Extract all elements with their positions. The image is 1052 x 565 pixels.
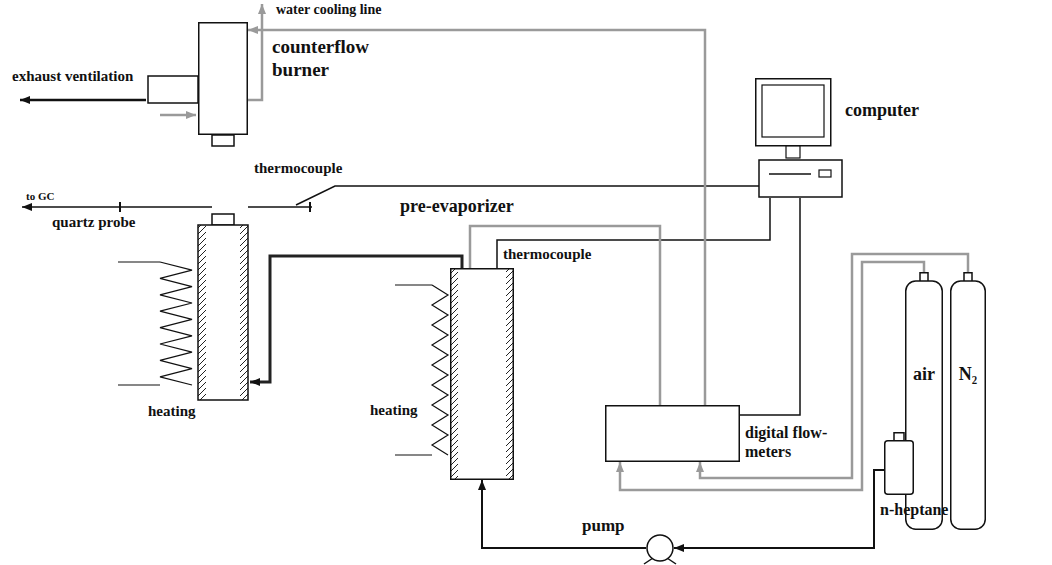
- bottle-body: [885, 441, 914, 495]
- drive-slot: [769, 173, 811, 175]
- lower-burner-outline: [198, 225, 248, 400]
- computer-icon: computer: [755, 78, 843, 198]
- burner-nozzle: [212, 135, 234, 146]
- monitor-stand: [786, 146, 800, 158]
- pump-circle: [647, 535, 673, 561]
- flowmeter-box: digital flow-meters: [605, 405, 740, 462]
- lower-burner-body: [198, 225, 248, 400]
- flow-line: [482, 480, 646, 548]
- node-label: N₂: [959, 364, 977, 386]
- outlet-label: to GC: [26, 190, 54, 203]
- heating-coil: [160, 262, 192, 385]
- power-button: [819, 170, 831, 177]
- bottle-neck: [894, 433, 904, 441]
- heater-lead: [395, 284, 432, 285]
- burner-nozzle: [212, 214, 234, 225]
- heating-coil: [432, 285, 448, 455]
- water-cooling-outlet: [248, 4, 262, 100]
- burner-housing-outline: [198, 22, 248, 135]
- heater-label: heating: [370, 402, 418, 419]
- heater-label: heating: [148, 403, 196, 420]
- fuel-bottle: n-heptane: [884, 432, 914, 495]
- probe-mark: [119, 202, 121, 212]
- column-body: [450, 268, 514, 480]
- burner-housing: counterflow burner: [198, 22, 248, 135]
- flow-line: [674, 470, 884, 548]
- thermocouple-wire: [296, 186, 760, 205]
- probe-mark: [309, 202, 311, 212]
- screen: [762, 85, 824, 137]
- node-label: pump: [582, 516, 625, 536]
- fuel-bottle-outline: [884, 432, 914, 495]
- node-label: counterflow burner: [272, 36, 402, 82]
- lower-burner-wall: [198, 225, 206, 400]
- outlet-label: exhaust ventilation: [12, 68, 133, 85]
- exhaust-duct: [148, 76, 198, 103]
- sensor-label: thermocouple: [503, 246, 591, 263]
- heater-lead: [118, 384, 160, 385]
- column-outline: [451, 269, 514, 480]
- computer-case: [759, 160, 842, 197]
- node-label: pre-evaporizer: [400, 196, 514, 218]
- gas-cylinder: N₂: [950, 272, 986, 530]
- sensor-label: thermocouple: [254, 160, 342, 177]
- node-label: digital flow-meters: [745, 423, 841, 461]
- node-label: air: [913, 364, 935, 386]
- cylinder-body: [951, 281, 986, 529]
- node-label: n-heptane: [880, 500, 948, 519]
- pump-symbol: pump: [646, 534, 674, 562]
- evaporizer-column-outline: [450, 268, 514, 480]
- line-label: water cooling line: [276, 2, 382, 18]
- quartz-probe-line: [22, 206, 212, 208]
- node-label: computer: [845, 100, 919, 122]
- box-outline: [199, 23, 248, 135]
- quartz-probe-line: [248, 206, 312, 208]
- flow-line: [740, 198, 800, 415]
- monitor: [756, 79, 831, 146]
- cooling-inlet-arrow: [160, 114, 196, 117]
- box-outline: [606, 406, 740, 462]
- evaporizer-column: pre-evaporizer: [450, 268, 514, 480]
- pump-symbol-outline: [646, 534, 674, 562]
- gas-cylinder-outline: [950, 272, 986, 530]
- exhaust-arrow: [20, 99, 146, 102]
- computer-icon-outline: [755, 78, 843, 198]
- vapour-line: [250, 256, 462, 382]
- heater-lead: [395, 454, 432, 455]
- part-label: quartz probe: [52, 214, 135, 231]
- lower-burner-wall: [240, 225, 248, 400]
- heater-lead: [118, 261, 160, 262]
- flowmeter-box-outline: [605, 405, 740, 462]
